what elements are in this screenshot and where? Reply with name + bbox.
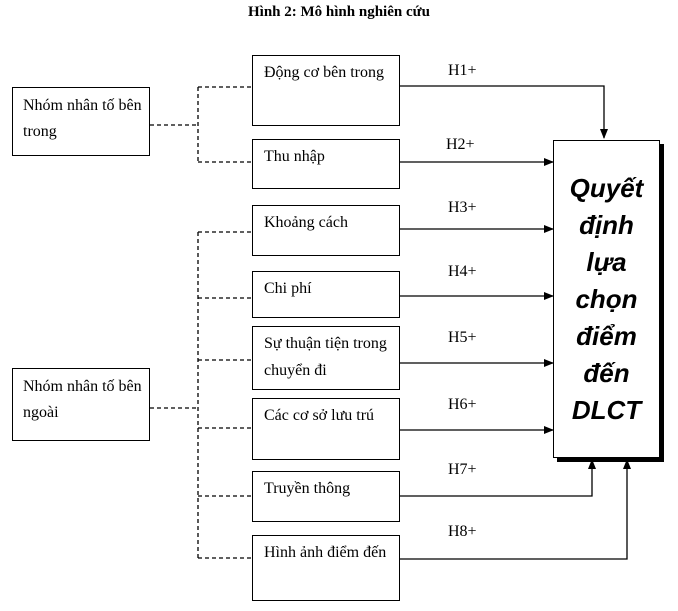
factor-box-h1: Động cơ bên trong	[252, 55, 400, 126]
hypothesis-label-h4: H4+	[448, 263, 477, 280]
arrow-h8	[400, 459, 631, 560]
hypothesis-label-h1: H1+	[448, 62, 477, 79]
hypothesis-label-h5: H5+	[448, 329, 477, 346]
arrow-h7	[400, 459, 596, 497]
hypothesis-label-h8: H8+	[448, 523, 477, 540]
hypothesis-label-h6: H6+	[448, 396, 477, 413]
hypothesis-label-h3: H3+	[448, 199, 477, 216]
factor-box-h4: Chi phí	[252, 271, 400, 318]
factor-box-h7: Truyền thông	[252, 471, 400, 522]
factor-box-h5: Sự thuận tiện trong chuyển đi	[252, 326, 400, 390]
factor-box-h3: Khoảng cách	[252, 205, 400, 256]
factor-box-h6: Các cơ sở lưu trú	[252, 398, 400, 460]
outcome-box: Quyết định lựa chọn điểm đến DLCT	[553, 140, 660, 458]
figure-title: Hình 2: Mô hình nghiên cứu	[248, 4, 430, 20]
factor-box-h2: Thu nhập	[252, 139, 400, 189]
group-box-external: Nhóm nhân tố bên ngoài	[12, 368, 150, 441]
factor-box-h8: Hình ảnh điểm đến	[252, 535, 400, 601]
arrow-h1	[400, 85, 608, 139]
hypothesis-label-h7: H7+	[448, 461, 477, 478]
group-box-internal: Nhóm nhân tố bên trong	[12, 87, 150, 156]
hypothesis-label-h2: H2+	[446, 136, 475, 153]
outcome-label: Quyết định lựa chọn điểm đến DLCT	[569, 172, 644, 425]
